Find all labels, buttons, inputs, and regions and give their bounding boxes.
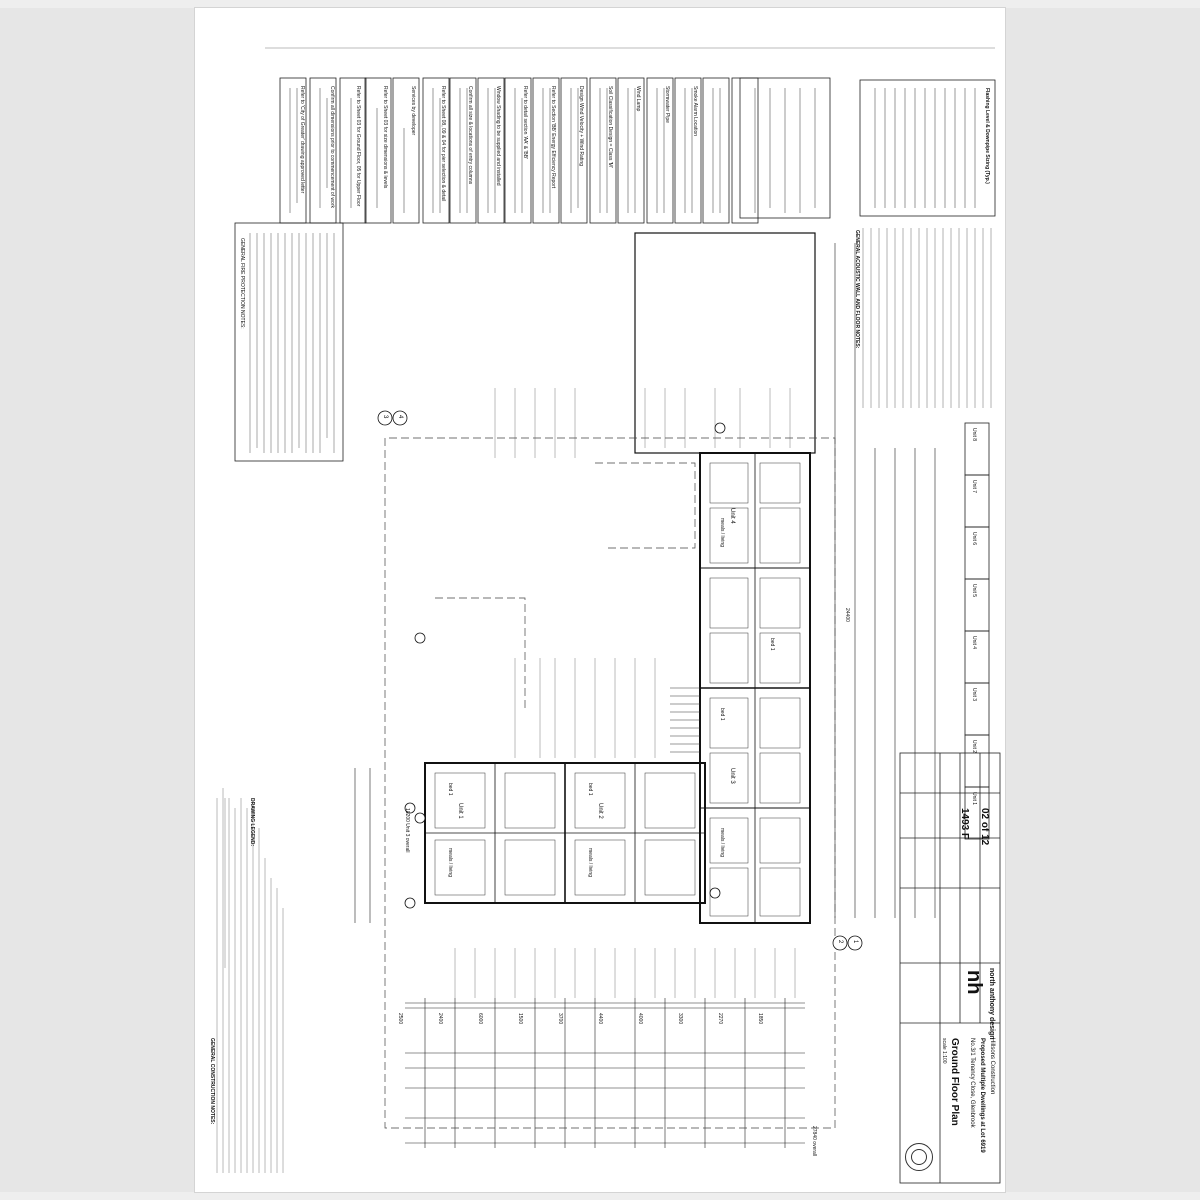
dimension-text: 24400 — [844, 608, 850, 622]
unit-label: Unit 1 — [457, 803, 463, 819]
drawing-legend-heading: DRAWING LEGEND: — [249, 798, 255, 847]
plan-title: Ground Floor Plan — [949, 1038, 960, 1126]
gridline-number: 1 — [852, 940, 858, 944]
callout-text: Window Shading to be supplied and instal… — [495, 86, 501, 186]
bottom-border — [0, 1192, 1200, 1200]
callout-text: Confirm all dimensions prior to commence… — [329, 86, 335, 208]
fire-notes-box — [234, 222, 344, 462]
building-outline — [424, 232, 816, 924]
drawing-number: 02 of 12 — [979, 808, 990, 846]
floor-plan-drawing — [216, 47, 1001, 1184]
dimension-text: 27840 overall — [811, 1126, 817, 1157]
callout-text: Smoke Alarm Location — [692, 86, 698, 137]
room-label: meals / living — [719, 518, 725, 547]
room-label: bed 1 — [587, 783, 593, 796]
callout-text: Refer to Sheet 08, 09 & 04 for pier sele… — [440, 86, 446, 202]
room-label: meals / living — [447, 848, 453, 877]
project-name: Proposed Multiple Dwellings at Lot 6919 — [979, 1038, 985, 1153]
dimension-lines — [354, 243, 936, 1144]
unit-area-label: Unit 7 — [971, 480, 977, 494]
dimension-text: 3300 — [677, 1013, 683, 1025]
council-seal-icon — [905, 1143, 933, 1171]
gridline-number: 3 — [382, 415, 388, 419]
callout-text: Refer to 'City of Greater' drawing appro… — [299, 86, 305, 194]
room-label: meals / living — [587, 848, 593, 877]
unit-area-boxes — [964, 422, 990, 840]
callout-text: Design Wind Velocity + Wind Rating — [578, 86, 584, 166]
project-client: Hillsons Construction — [989, 1038, 995, 1095]
callout-text: Refer to detail section 'AA' & 'BB' — [522, 86, 528, 160]
unit-area-label: Unit 5 — [971, 584, 977, 598]
dimension-text: 10200 Unit 3 overall — [404, 808, 410, 853]
dimension-text: 1850 — [757, 1013, 763, 1025]
unit-area-label: Unit 6 — [971, 532, 977, 546]
callout-text: Services by developer — [410, 86, 416, 136]
callout-text: Refer to Sheet 03 for Ground Floor, 05 f… — [355, 86, 361, 207]
callout-text: Soil Classification Design = Class 'M' — [607, 86, 613, 168]
unit-area-label: Unit 4 — [971, 636, 977, 650]
top-border — [0, 0, 1200, 8]
construction-notes-heading: GENERAL CONSTRUCTION NOTES: — [209, 1038, 215, 1125]
room-label: bed 1 — [719, 708, 725, 721]
firm-logo: nh — [963, 970, 985, 995]
grid-bubbles — [377, 410, 863, 951]
dimension-text: 2270 — [717, 1013, 723, 1025]
unit-area-label: Unit 3 — [971, 688, 977, 702]
callout-text: Wind Lamp — [635, 86, 641, 112]
drawing-sheet: GENERAL FIRE PROTECTION NOTES: GENERAL C… — [195, 8, 1005, 1192]
dimension-text: 6000 — [477, 1013, 483, 1025]
dimension-text: 3700 — [557, 1013, 563, 1025]
fire-notes-heading: GENERAL FIRE PROTECTION NOTES: — [239, 238, 245, 329]
callout-boxes — [279, 77, 996, 224]
callout-text: Confirm all size & locations of entry co… — [467, 86, 473, 185]
job-number: 1493 F — [959, 808, 970, 840]
room-label: bed 1 — [769, 638, 775, 651]
dimension-text: 2500 — [397, 1013, 403, 1025]
acoustic-notes-heading: GENERAL ACOUSTIC WALL AND FLOOR NOTES: — [854, 230, 860, 349]
unit-label: Unit 2 — [597, 803, 603, 819]
firm-name: north anthony design — [988, 968, 995, 1040]
callout-text: Refer to Sheet 03 for size dimensions & … — [382, 86, 388, 189]
dimension-text: 4400 — [597, 1013, 603, 1025]
callout-text: Refer to Section 'BB' Energy Efficiency … — [550, 86, 556, 189]
unit-label: Unit 3 — [729, 768, 735, 784]
gridline-number: 2 — [837, 940, 843, 944]
gridline-number: 4 — [397, 415, 403, 419]
seal-inner — [911, 1149, 927, 1165]
unit-area-label: Unit 2 — [971, 740, 977, 754]
room-label: meals / living — [719, 828, 725, 857]
unit-label: Unit 4 — [729, 508, 735, 524]
dimension-text: 2400 — [437, 1013, 443, 1025]
unit-area-label: Unit 8 — [971, 428, 977, 442]
dimension-text: 1500 — [517, 1013, 523, 1025]
callout-text: Stormwater Pipe — [664, 86, 670, 123]
plan-scale: scale 1:100 — [941, 1038, 947, 1064]
dimension-text: 4000 — [637, 1013, 643, 1025]
project-address: No.3/1 Tenancy Close, Glenbrook — [969, 1038, 975, 1128]
flashing-heading: Flashing Level & Downpipe Sizing (Typ.) — [984, 88, 990, 184]
unit-area-label: Unit 1 — [971, 792, 977, 806]
room-label: bed 1 — [447, 783, 453, 796]
